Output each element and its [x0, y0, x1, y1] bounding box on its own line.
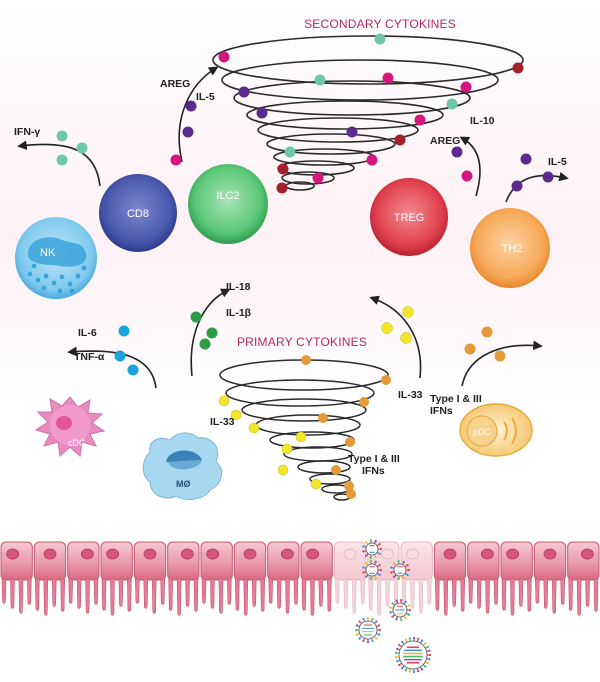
th2-cell: TH2 [470, 208, 550, 288]
il33-left-label: IL-33 [210, 416, 235, 428]
macrophage-label: MØ [176, 479, 191, 489]
th2-label: TH2 [502, 243, 523, 255]
virus-particle [355, 617, 381, 643]
macrophage-cell: MØ [143, 433, 221, 499]
ilc2-label: ILC2 [216, 190, 239, 202]
il18-label: IL-18 [226, 281, 251, 293]
areg-top-label: AREG [160, 78, 190, 90]
tnfa-label: TNF-α [74, 351, 105, 363]
areg-treg-label: AREG [430, 135, 460, 147]
il33-right-label: IL-33 [398, 389, 423, 401]
nk-cell: NK [15, 217, 97, 299]
cdc-label: cDC [68, 438, 86, 448]
cd8-cell: CD8 [99, 174, 177, 252]
pdc-cell: pDC [460, 404, 532, 456]
ilc2-cell: ILC2 [188, 164, 268, 244]
ifns-right-label-line2: IFNs [430, 405, 453, 417]
pdc-label: pDC [473, 427, 492, 437]
ifns-bottom-label-line2: IFNs [362, 465, 385, 477]
il10-label: IL-10 [470, 115, 495, 127]
il5-th2-label: IL-5 [548, 156, 567, 168]
treg-cell: TREG [370, 178, 448, 256]
secondary-cytokines-title: SECONDARY CYTOKINES [304, 17, 456, 31]
cd8-label: CD8 [127, 208, 149, 220]
treg-label: TREG [394, 212, 425, 224]
primary-cytokines-title: PRIMARY CYTOKINES [237, 335, 367, 349]
ifns-bottom-label-line1: Type I & III [348, 453, 400, 465]
nk-label: NK [40, 247, 56, 259]
il5-top-label: IL-5 [196, 91, 215, 103]
ifn-gamma-label: IFN-γ [14, 126, 40, 138]
ifns-right-label-line1: Type I & III [430, 393, 482, 405]
il1b-label: IL-1β [226, 307, 252, 319]
il6-label: IL-6 [78, 327, 97, 339]
